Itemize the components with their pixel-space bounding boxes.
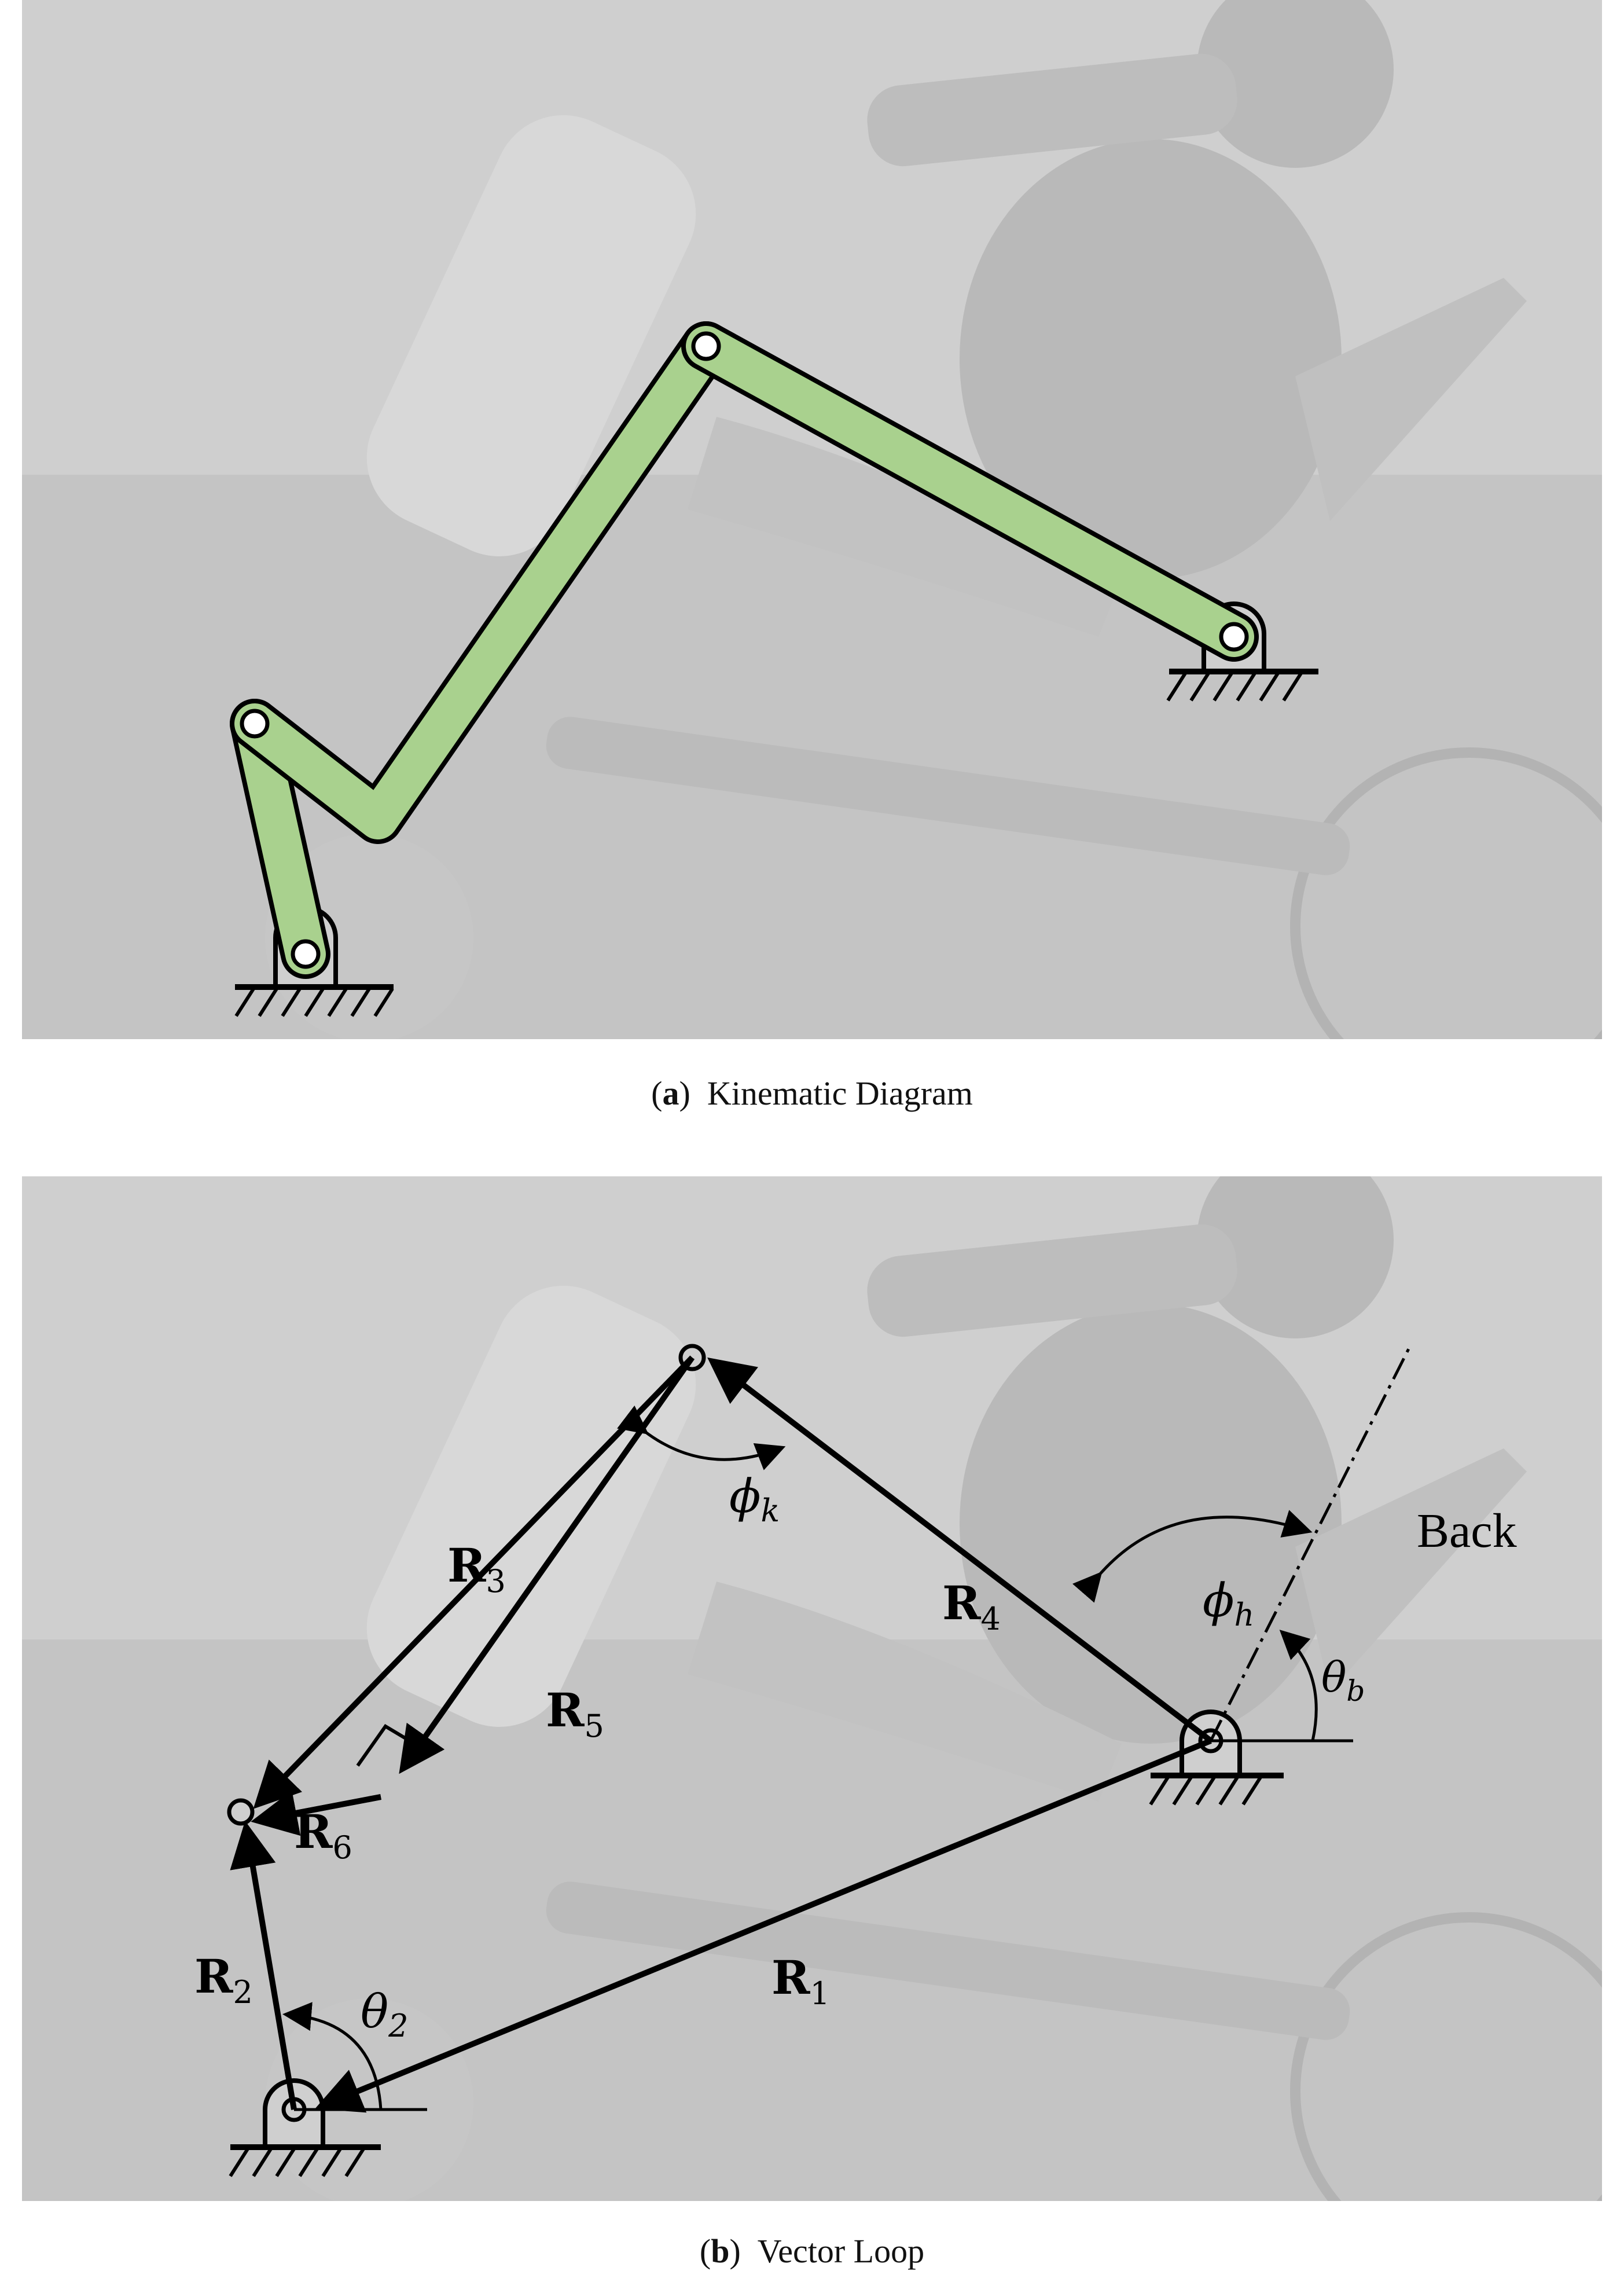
label-r6: R6 — [294, 1804, 352, 1866]
caption-kinematic-diagram: (a) Kinematic Diagram — [651, 1074, 973, 1112]
ground-support-left — [229, 2078, 381, 2177]
vector-r1 — [315, 1738, 1212, 2113]
rider-arm-silhouette — [867, 1224, 1237, 1337]
rider-torso-silhouette — [960, 139, 1342, 579]
bike-frame-silhouette — [546, 1881, 1350, 2040]
label-theta-b: θb — [1321, 1653, 1365, 1708]
orthosis-silhouette — [366, 1286, 696, 1727]
thigh-link — [681, 321, 1259, 662]
pedal-joint — [227, 1798, 255, 1826]
seat-frame-silhouette — [1295, 278, 1527, 521]
rider-thigh-silhouette — [688, 1582, 1122, 1802]
bike-frame-silhouette — [546, 717, 1350, 875]
angle-arc-theta-2 — [282, 2002, 383, 2110]
seat-frame-silhouette — [1295, 1448, 1527, 1692]
kinematic-diagram-figure — [22, 0, 1602, 1039]
wheel-silhouette — [1290, 1912, 1602, 2201]
angle-arc-phi-k — [617, 1405, 786, 1470]
vector-r2 — [230, 1821, 297, 2110]
vector-r6 — [251, 1790, 381, 1836]
vector-loop-panel: R1 R2 R3 R4 R5 R6 ϕk ϕh θb θ2 Back — [22, 1176, 1602, 2201]
label-back: Back — [1417, 1504, 1517, 1558]
right-angle-mark — [356, 1723, 425, 1767]
crank-link — [230, 699, 330, 979]
angle-arc-theta-b — [1279, 1630, 1318, 1741]
rider-arm-silhouette — [867, 53, 1237, 167]
caption-vector-loop: (b) Vector Loop — [699, 2232, 925, 2270]
angle-arc-phi-h — [1072, 1510, 1313, 1603]
orthosis-silhouette — [366, 115, 696, 556]
kinematic-diagram-panel — [22, 0, 1602, 1039]
hip-joint — [1219, 622, 1249, 652]
vector-loop-figure: R1 R2 R3 R4 R5 R6 ϕk ϕh θb θ2 Back — [22, 1176, 1602, 2201]
label-r2: R2 — [194, 1949, 253, 2011]
label-phi-k: ϕk — [729, 1469, 780, 1529]
wheel-silhouette — [1290, 747, 1602, 1039]
pedal-joint — [240, 709, 270, 739]
label-r5: R5 — [546, 1683, 604, 1744]
rider-head-silhouette — [1197, 0, 1394, 168]
shank-link — [230, 321, 731, 844]
rider-thigh-silhouette — [688, 417, 1122, 637]
label-r1: R1 — [771, 1950, 830, 2012]
knee-joint — [691, 331, 721, 361]
label-theta-2: θ2 — [361, 1984, 409, 2044]
rider-head-silhouette — [1197, 1176, 1394, 1338]
label-phi-h: ϕh — [1203, 1573, 1254, 1633]
vector-r4 — [707, 1357, 1213, 1743]
label-r4: R4 — [942, 1576, 1001, 1637]
crank-pivot-joint — [291, 939, 321, 969]
label-r3: R3 — [447, 1538, 506, 1600]
